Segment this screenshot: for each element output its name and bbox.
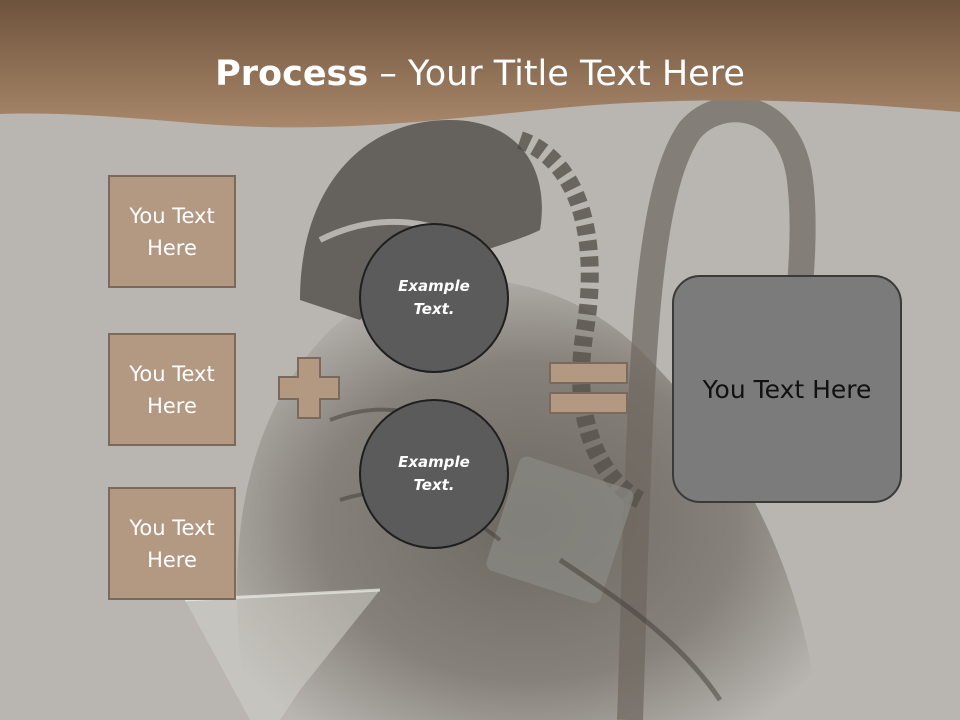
plus-icon [278,357,340,419]
input-box-3[interactable]: You Text Here [108,487,236,600]
input-box-label: You Text Here [129,361,215,418]
title-strong: Process [215,54,369,94]
input-box-2[interactable]: You Text Here [108,333,236,446]
circle-label: Example Text. [398,277,470,318]
equals-icon [549,362,628,414]
example-circle-2[interactable]: Example Text. [359,399,509,549]
title-rest: – Your Title Text Here [368,54,745,94]
input-box-label: You Text Here [129,203,215,260]
header-band [0,0,960,128]
example-circle-1[interactable]: Example Text. [359,223,509,373]
result-box[interactable]: You Text Here [672,275,902,503]
input-box-1[interactable]: You Text Here [108,175,236,288]
circle-label: Example Text. [398,453,470,494]
input-box-label: You Text Here [129,515,215,572]
slide-title: Process – Your Title Text Here [0,52,960,96]
result-label: You Text Here [702,374,872,404]
